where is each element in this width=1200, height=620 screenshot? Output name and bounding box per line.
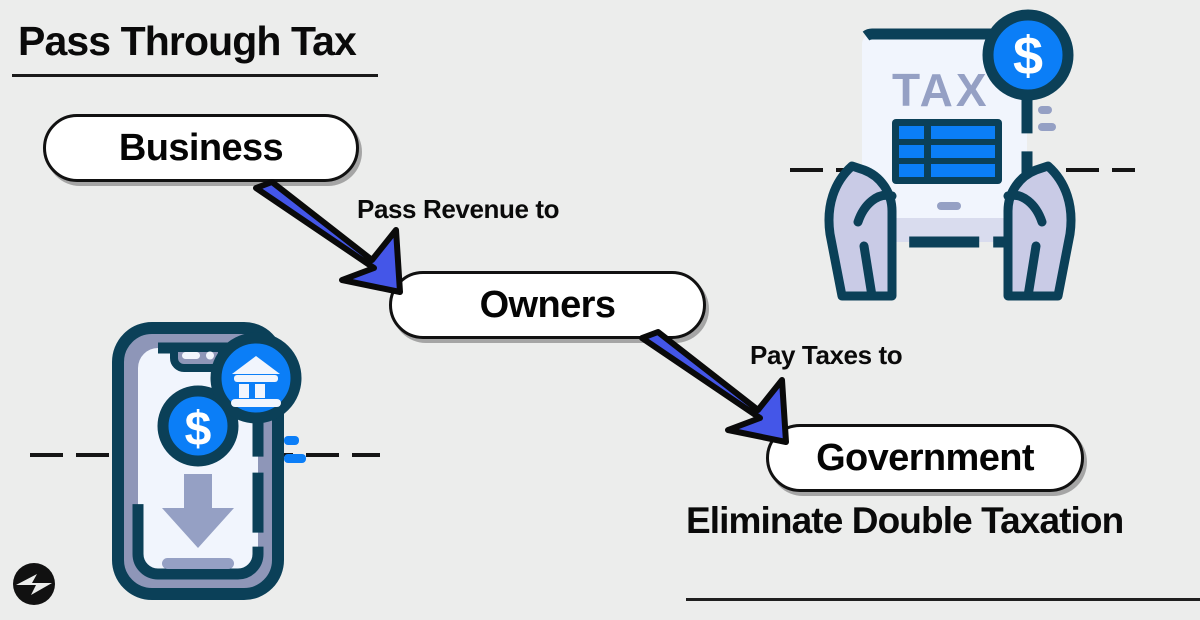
svg-text:$: $ — [185, 403, 212, 456]
bank-building-icon — [210, 332, 302, 424]
right-hand — [1003, 161, 1076, 301]
page-title: Pass Through Tax — [18, 18, 357, 64]
title-underline — [12, 74, 378, 77]
node-government-label: Government — [816, 436, 1034, 479]
connector-label-pass-revenue: Pass Revenue to — [357, 194, 560, 224]
connector-label-pay-taxes: Pay Taxes to — [750, 340, 903, 370]
download-arrow-icon — [162, 474, 234, 548]
tax-document-illustration: TAX — [800, 6, 1110, 301]
node-owners[interactable]: Owners — [389, 271, 706, 339]
arrow-owners-to-government — [636, 329, 816, 450]
mobile-payment-illustration: $ — [108, 318, 358, 608]
node-government[interactable]: Government — [766, 424, 1084, 492]
node-business[interactable]: Business — [43, 114, 359, 182]
dollar-coin-icon: $ — [982, 9, 1074, 101]
left-hand — [824, 161, 897, 301]
footer-tagline: Eliminate Double Taxation — [686, 500, 1124, 541]
node-business-label: Business — [118, 126, 284, 169]
dollar-coin-icon: $ — [157, 385, 239, 467]
arrow-business-to-owners — [250, 179, 430, 295]
lightning-bolt-circle-logo[interactable] — [12, 562, 56, 606]
tax-paper-heading: TAX — [892, 64, 990, 116]
svg-text:$: $ — [1013, 26, 1043, 86]
footer-underline — [686, 598, 1200, 601]
tax-table — [892, 119, 1002, 184]
node-owners-label: Owners — [479, 283, 616, 326]
